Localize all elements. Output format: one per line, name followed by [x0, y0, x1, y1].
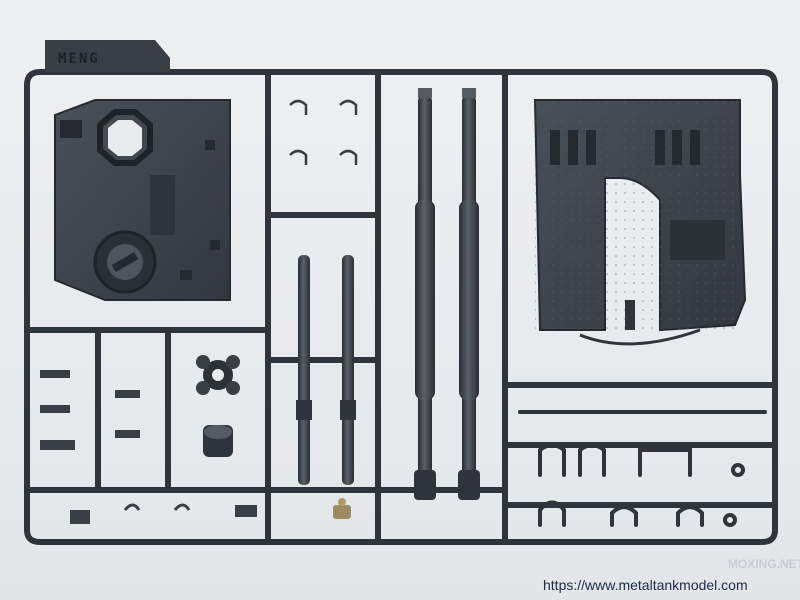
- watermark-url: https://www.metaltankmodel.com: [543, 577, 748, 593]
- logo-tab: MENG: [45, 40, 170, 72]
- handles-right: [518, 410, 767, 527]
- mg-barrels: [296, 255, 356, 485]
- small-parts-left: [40, 370, 257, 524]
- small-hooks: [289, 99, 358, 165]
- logo-text: MENG: [58, 51, 100, 67]
- hull-plate: [533, 99, 747, 346]
- hub-parts: [196, 355, 240, 457]
- watermark-brand: MOXING.NET: [728, 557, 800, 571]
- sprue-frame: [24, 69, 778, 545]
- turret-plate: [54, 99, 231, 301]
- brass-part: [333, 498, 351, 519]
- gun-barrels: [414, 88, 480, 500]
